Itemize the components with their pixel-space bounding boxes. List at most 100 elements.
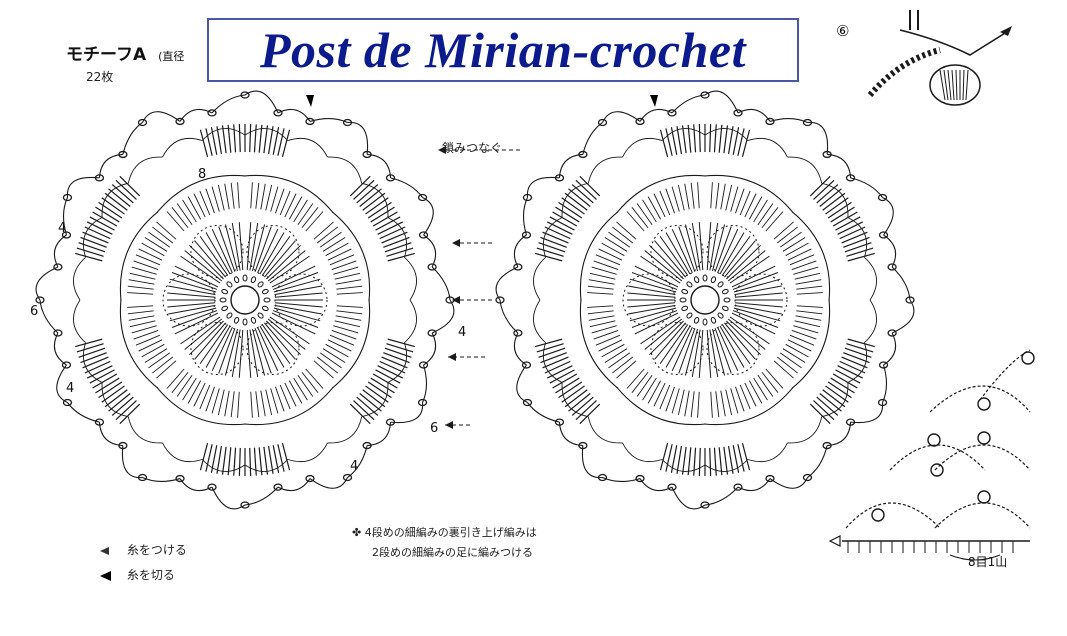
left-motif-stitch (238, 222, 244, 271)
left-motif-picot (417, 193, 428, 202)
left-motif-stitch (95, 377, 120, 394)
left-motif-stitch (266, 244, 301, 280)
right-motif-stitch (608, 352, 630, 369)
right-motif-stitch (640, 316, 681, 345)
right-motif-stitch (629, 307, 677, 322)
left-motif-stitch (281, 443, 291, 471)
right-motif-stitch (698, 447, 701, 476)
left-motif-chain-loop (404, 299, 417, 344)
left-motif-stitch (353, 400, 375, 421)
left-motif-stitch (84, 226, 111, 240)
left-motif-outer-chain (277, 478, 311, 492)
left-motif-stitch (372, 373, 398, 389)
left-motif-stitch (260, 183, 266, 210)
legend-attach: 糸をつける (100, 541, 187, 558)
left-motif-outer-chain (142, 477, 181, 483)
right-motif-stitch (796, 292, 823, 295)
right-motif-outer-chain (704, 486, 739, 506)
left-motif-stitch (379, 226, 406, 240)
right-motif-stitch (535, 252, 563, 262)
edge-detail-diagram (828, 349, 1035, 561)
right-motif-stitch (709, 329, 719, 378)
right-motif-stitch (737, 128, 745, 156)
right-motif-stitch (714, 226, 732, 272)
right-motif-stitch (549, 369, 575, 384)
left-motif-stitch (349, 175, 371, 197)
left-motif-stitch (205, 128, 213, 156)
right-motif-stitch (729, 316, 770, 345)
right-motif-stitch (693, 124, 697, 153)
right-motif-picot (667, 109, 677, 117)
right-motif-stitch (659, 384, 671, 410)
left-motif-stitch (176, 375, 193, 397)
left-motif-picot (137, 473, 148, 482)
left-motif-picot (62, 193, 73, 202)
left-motif-stitch (171, 310, 218, 328)
left-motif-stitch (264, 322, 296, 360)
left-motif-stitch (205, 232, 231, 275)
left-motif-picot (118, 150, 128, 159)
right-motif-stitch (794, 272, 821, 280)
left-motif-stitch (293, 199, 308, 223)
right-motif-chain-loop (561, 382, 589, 418)
right-motif-picot (495, 296, 505, 304)
left-motif-outer-chain (244, 90, 279, 114)
left-motif-stitch (156, 221, 177, 240)
join-arrowhead (448, 353, 456, 361)
right-motif-stitch (647, 196, 662, 220)
hook-stitch (955, 69, 958, 101)
left-motif-stitch (182, 199, 197, 223)
right-motif-stitch (546, 365, 573, 379)
left-motif-stitch (333, 325, 359, 334)
right-motif-picot (554, 418, 565, 426)
left-motif-picot (418, 231, 429, 239)
left-motif-stitch (189, 320, 224, 356)
left-motif-chain-loop (73, 256, 86, 301)
left-motif-stitch (246, 222, 252, 271)
left-motif-chain-loop (101, 382, 129, 418)
left-motif-stitch (252, 224, 266, 272)
left-motif-stitch (141, 242, 165, 257)
right-motif-stitch (726, 244, 761, 280)
left-motif-stitch (375, 369, 401, 384)
left-motif-stitch (193, 382, 206, 407)
right-motif-stitch (789, 334, 815, 346)
left-motif-stitch (171, 272, 218, 290)
right-motif-stitch (593, 330, 619, 340)
left-motif-stitch (205, 386, 215, 412)
left-motif-chain-loop (127, 416, 163, 444)
left-motif-stitch (273, 307, 321, 322)
right-motif-stitch (732, 310, 779, 328)
left-motif-stitch (127, 305, 154, 308)
right-motif-stitch (653, 193, 666, 218)
hook-stitch (947, 69, 952, 101)
join-arrowhead (452, 296, 460, 304)
left-motif-stitch (386, 247, 414, 257)
right-motif-stitch (732, 272, 779, 290)
left-motif-stitch (305, 368, 324, 389)
right-motif-stitch (693, 447, 697, 476)
right-motif-picot (877, 398, 888, 407)
left-motif-stitch (108, 393, 131, 412)
left-motif-stitch (76, 343, 104, 353)
right-motif-stitch (671, 229, 693, 273)
right-motif-picot (765, 117, 775, 126)
left-motif-stitch (377, 365, 404, 379)
right-motif-stitch (795, 315, 822, 321)
right-motif-stitch (827, 201, 852, 219)
left-motif-stitch (254, 226, 272, 272)
left-motif-stitch (261, 235, 291, 276)
left-motif-outer-chain (179, 108, 213, 122)
right-motif-stitch (634, 265, 679, 288)
right-motif-stitch (748, 380, 763, 404)
left-motif-stitch (216, 446, 223, 474)
right-motif-stitch (717, 327, 739, 371)
detail-stitch-marker (977, 431, 991, 445)
right-motif-stitch (741, 443, 751, 471)
right-motif-stitch (837, 221, 864, 235)
right-motif-stitch (748, 196, 763, 220)
left-motif-outer-chain (35, 266, 59, 301)
right-motif-stitch (659, 324, 689, 365)
right-motif-chain-stitch (717, 312, 724, 319)
